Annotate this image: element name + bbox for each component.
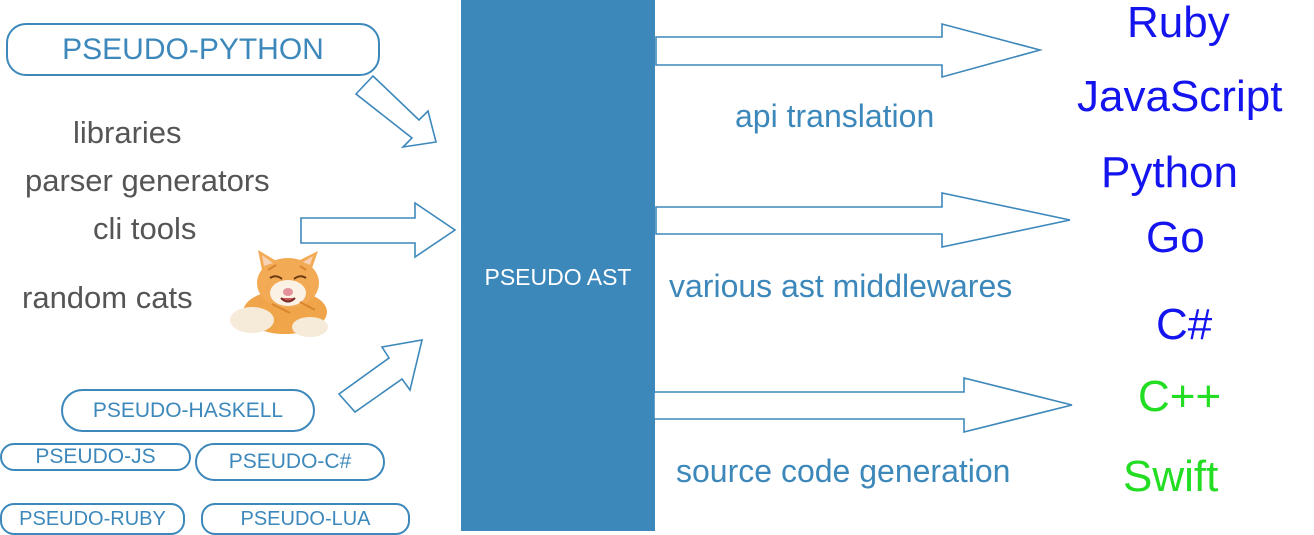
api-translation-text: api translation — [735, 98, 935, 134]
pseudo-python-pill: PSEUDO-PYTHON — [6, 23, 380, 76]
right-arrow-icon — [300, 201, 457, 259]
pseudo-ruby-pill: PSEUDO-RUBY — [0, 503, 185, 535]
target-ruby: Ruby — [1127, 0, 1230, 47]
target-swift: Swift — [1123, 452, 1219, 501]
ast-middlewares-text: various ast middlewares — [669, 268, 1013, 304]
parser-generators-text: parser generators — [25, 163, 270, 198]
target-cpp: C++ — [1138, 372, 1222, 421]
diagonal-arrow-up-icon — [337, 339, 424, 414]
pseudo-lua-label: PSEUDO-LUA — [240, 507, 371, 530]
pseudo-js-pill: PSEUDO-JS — [0, 443, 191, 471]
pseudo-ruby-label: PSEUDO-RUBY — [19, 507, 166, 530]
right-arrow-icon — [653, 376, 1073, 434]
pseudo-haskell-label: PSEUDO-HASKELL — [92, 398, 284, 422]
code-generation-text: source code generation — [676, 453, 1011, 489]
right-arrow-icon — [655, 192, 1071, 248]
libraries-text: libraries — [73, 115, 182, 150]
random-cats-text: random cats — [22, 280, 193, 315]
pseudo-js-label: PSEUDO-JS — [35, 445, 156, 468]
pseudo-python-label: PSEUDO-PYTHON — [62, 32, 324, 66]
target-javascript: JavaScript — [1077, 72, 1283, 121]
diagonal-arrow-down-icon — [354, 74, 437, 149]
cat-image — [230, 250, 328, 337]
right-arrow-icon — [655, 22, 1044, 79]
pseudo-csharp-pill: PSEUDO-C# — [195, 443, 385, 481]
cli-tools-text: cli tools — [93, 211, 197, 246]
pseudo-csharp-label: PSEUDO-C# — [228, 450, 352, 473]
pseudo-ast-label: PSEUDO AST — [484, 264, 632, 290]
pseudo-ast-block — [461, 0, 655, 531]
target-go: Go — [1146, 213, 1205, 262]
pseudo-haskell-pill: PSEUDO-HASKELL — [61, 389, 315, 432]
target-csharp: C# — [1156, 300, 1213, 349]
target-python: Python — [1101, 148, 1238, 197]
